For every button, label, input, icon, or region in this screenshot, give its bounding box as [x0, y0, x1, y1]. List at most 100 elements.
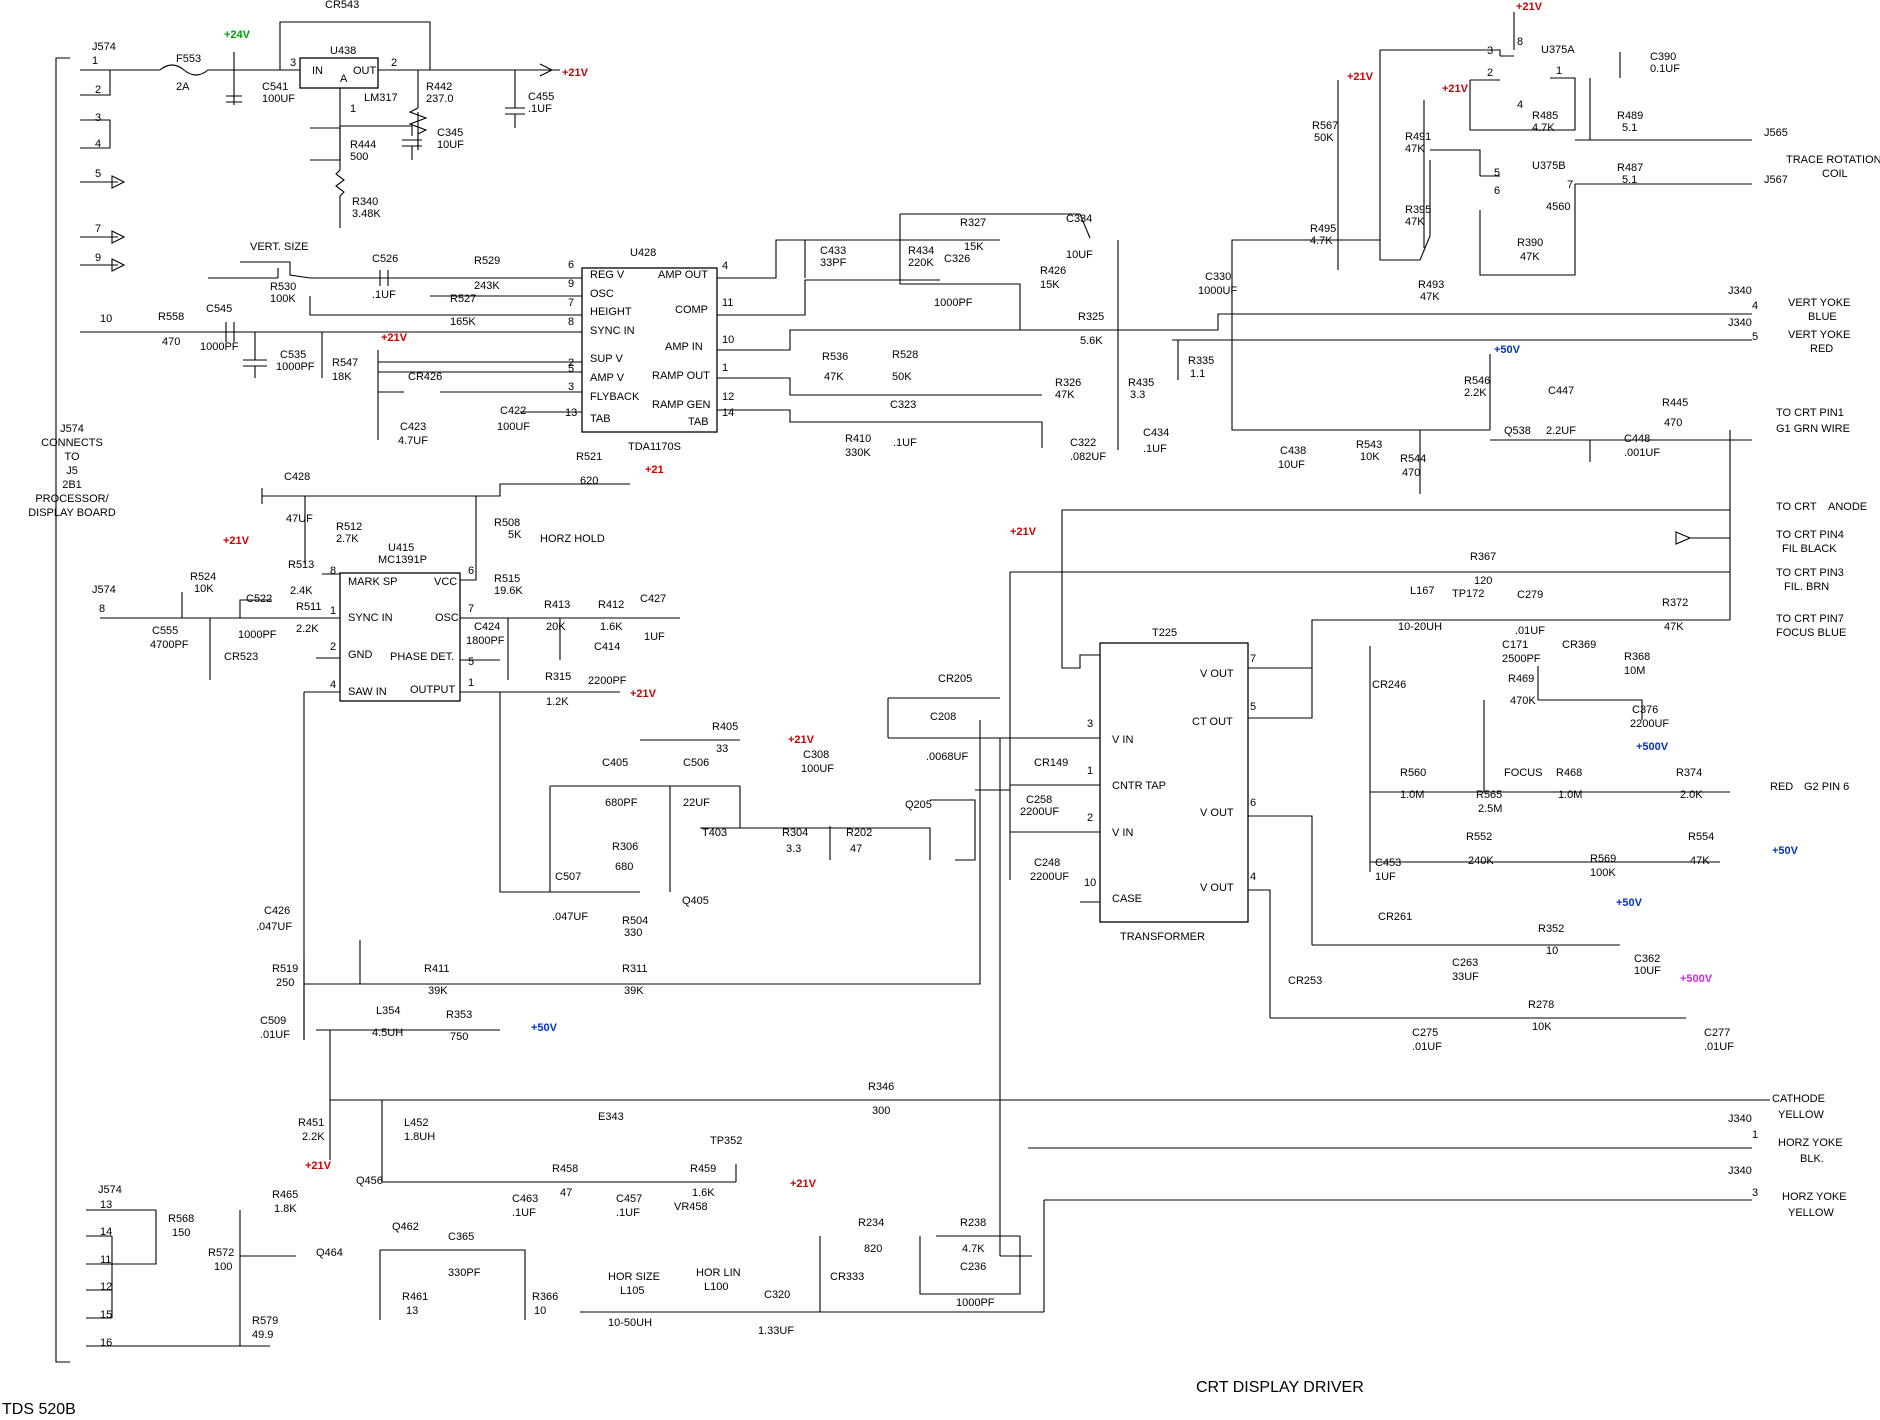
component-label: 750: [450, 1031, 468, 1043]
component-label: 5.1: [1622, 174, 1637, 186]
component-label: .1UF: [893, 437, 917, 449]
component-label: C434: [1143, 427, 1169, 439]
component-label: R524: [190, 571, 216, 583]
component-label: C320: [764, 1289, 790, 1301]
component-label: R234: [858, 1217, 884, 1229]
component-label: 5: [95, 168, 101, 180]
component-label: 2500PF: [1502, 653, 1541, 665]
component-label: L105: [620, 1285, 644, 1297]
component-label: J340: [1728, 317, 1752, 329]
component-label: RED: [1770, 781, 1793, 793]
component-label: 4.7K: [1310, 235, 1333, 247]
supply-rail-label: +21: [645, 464, 664, 476]
component-label: 3: [1087, 718, 1093, 730]
component-label: 6: [1494, 185, 1500, 197]
supply-rail-label: +21V: [562, 67, 589, 79]
component-label: R469: [1508, 673, 1534, 685]
component-label: 1: [92, 55, 98, 67]
component-label: 3: [1487, 45, 1493, 57]
component-label: 5: [1752, 331, 1758, 343]
component-label: .01UF: [1704, 1041, 1734, 1053]
diagram-title: CRT DISPLAY DRIVER: [1196, 1379, 1364, 1396]
component-label: C433: [820, 245, 846, 257]
component-label: YELLOW: [1778, 1109, 1824, 1121]
component-label: 47K: [1520, 251, 1540, 263]
component-label: 10UF: [1066, 249, 1093, 261]
component-label: 220K: [908, 257, 934, 269]
component-label: 2.4K: [290, 585, 313, 597]
component-label: 10: [1546, 945, 1558, 957]
component-label: 7: [1250, 653, 1256, 665]
component-label: 8: [1517, 36, 1523, 48]
component-label: R459: [690, 1163, 716, 1175]
component-label: J574: [92, 41, 116, 53]
component-label: R552: [1466, 831, 1492, 843]
component-label: L100: [704, 1281, 728, 1293]
component-label: Q405: [682, 895, 709, 907]
component-label: C236: [960, 1261, 986, 1273]
chip-pin-label: AMP OUT: [658, 269, 708, 281]
chip-pin-label: SYNC IN: [590, 325, 635, 337]
component-label: R547: [332, 357, 358, 369]
component-label: 33PF: [820, 257, 847, 269]
component-label: 10M: [1624, 665, 1645, 677]
connector-note-line: DISPLAY BOARD: [28, 507, 116, 519]
chip-pin-label: OSC: [590, 288, 614, 300]
supply-rail-label: +21V: [381, 332, 408, 344]
component-label: C428: [284, 471, 310, 483]
component-label: 2: [391, 57, 397, 69]
component-label: R546: [1464, 375, 1490, 387]
component-label: C541: [262, 81, 288, 93]
component-label: 1: [1556, 65, 1562, 77]
component-label: C457: [616, 1193, 642, 1205]
component-label: 1000PF: [956, 1297, 995, 1309]
component-label: 1: [722, 362, 728, 374]
component-label: 300: [872, 1105, 890, 1117]
component-label: 620: [580, 475, 598, 487]
component-label: TO CRT PIN4: [1776, 529, 1844, 541]
chip-pin-label: SUP V: [590, 353, 623, 365]
component-label: TO CRT PIN1: [1776, 407, 1844, 419]
model-name: TDS 520B: [2, 1401, 76, 1418]
component-label: 100UF: [262, 93, 295, 105]
component-label: 4: [1250, 871, 1256, 883]
component-label: 50K: [892, 371, 912, 383]
component-label: 0.1UF: [1650, 63, 1680, 75]
component-label: C208: [930, 711, 956, 723]
component-label: 2200UF: [1030, 871, 1069, 883]
component-label: R372: [1662, 597, 1688, 609]
supply-rail-label: +21V: [1442, 83, 1469, 95]
component-label: 6: [1250, 797, 1256, 809]
component-label: R346: [868, 1081, 894, 1093]
component-label: 47K: [1405, 143, 1425, 155]
connector-note-line: J5: [66, 465, 78, 477]
component-label: C427: [640, 593, 666, 605]
component-label: 100K: [270, 293, 296, 305]
component-label: TP172: [1452, 588, 1484, 600]
component-label: C453: [1375, 857, 1401, 869]
component-label: C326: [944, 253, 970, 265]
component-label: 500: [350, 151, 368, 163]
chip-pin-label: U438: [330, 45, 356, 57]
component-label: C438: [1280, 445, 1306, 457]
component-label: 2: [1087, 812, 1093, 824]
component-label: 9: [95, 252, 101, 264]
chip-pin-label: PHASE DET.: [390, 651, 454, 663]
component-label: R327: [960, 217, 986, 229]
component-label: 10-50UH: [608, 1317, 652, 1329]
chip-pin-label: V OUT: [1200, 668, 1234, 680]
component-label: 14: [722, 407, 734, 419]
component-label: U375B: [1532, 160, 1566, 172]
component-label: .01UF: [1515, 625, 1545, 637]
component-label: 13: [406, 1305, 418, 1317]
component-label: C277: [1704, 1027, 1730, 1039]
component-label: 47K: [1664, 621, 1684, 633]
component-label: C424: [474, 621, 500, 633]
component-label: HOR SIZE: [608, 1271, 660, 1283]
component-label: 1.0M: [1400, 789, 1424, 801]
component-label: J340: [1728, 1165, 1752, 1177]
component-label: 2.2K: [302, 1131, 325, 1143]
component-label: CR246: [1372, 679, 1406, 691]
